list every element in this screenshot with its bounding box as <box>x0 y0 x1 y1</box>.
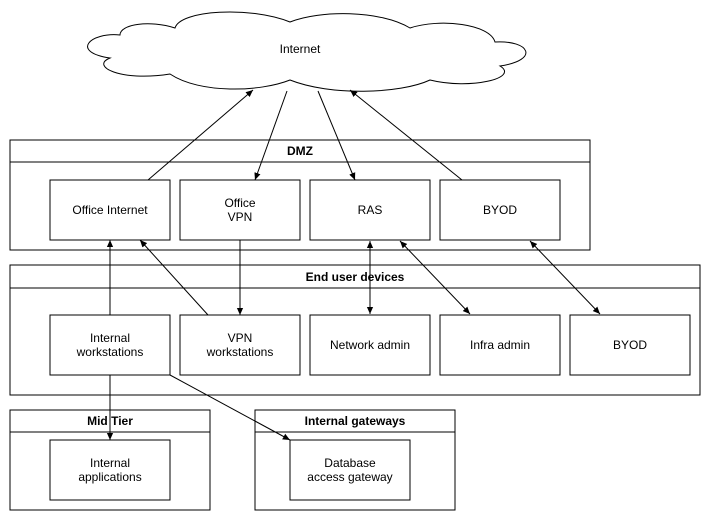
network-admin-label: Network admin <box>329 338 411 352</box>
office-vpn-box <box>179 179 301 241</box>
dmz-title: DMZ <box>287 144 313 158</box>
infra-admin-box <box>439 314 561 376</box>
connector-byod-to-internet <box>349 89 463 181</box>
office-internet-label: Office Internet <box>72 203 148 217</box>
database-access-gateway-box <box>289 439 411 501</box>
byod-device-label: BYOD <box>612 338 647 352</box>
internal-applications-label: Internal applications <box>78 456 142 484</box>
network-admin-box <box>309 314 431 376</box>
internal-applications-box <box>49 439 171 501</box>
internal-gateways-title: Internal gateways <box>304 414 406 428</box>
ras-box <box>309 179 431 241</box>
vpn-workstations-box <box>179 314 301 376</box>
byod-dmz-box <box>439 179 561 241</box>
internet-cloud <box>87 11 527 92</box>
connector-ras-infra-admin <box>399 240 471 315</box>
connector-internal-workstations-to-database-gateway <box>169 374 291 441</box>
internal-workstations-box <box>49 314 171 376</box>
database-access-gateway-label: Database access gateway <box>307 456 393 484</box>
byod-device-box <box>569 314 691 376</box>
infra-admin-label: Infra admin <box>469 338 531 352</box>
ras-label: RAS <box>357 203 383 217</box>
end-user-devices-title: End user devices <box>305 269 405 284</box>
vpn-workstations-label: VPN workstations <box>206 331 274 359</box>
connector-office-internet-to-internet <box>147 89 254 181</box>
internal-workstations-label: Internal workstations <box>76 331 144 359</box>
connector-internet-to-office-vpn <box>254 90 288 181</box>
mid-tier-title: Mid Tier <box>87 414 133 428</box>
internet-label: Internet <box>279 42 321 56</box>
office-vpn-label: Office VPN <box>224 196 256 224</box>
connector-vpn-workstations-to-office-internet <box>139 239 209 316</box>
connector-byod-byod <box>529 240 601 315</box>
office-internet-box <box>49 179 171 241</box>
connector-internet-to-ras <box>317 90 356 181</box>
byod-dmz-label: BYOD <box>482 203 517 217</box>
